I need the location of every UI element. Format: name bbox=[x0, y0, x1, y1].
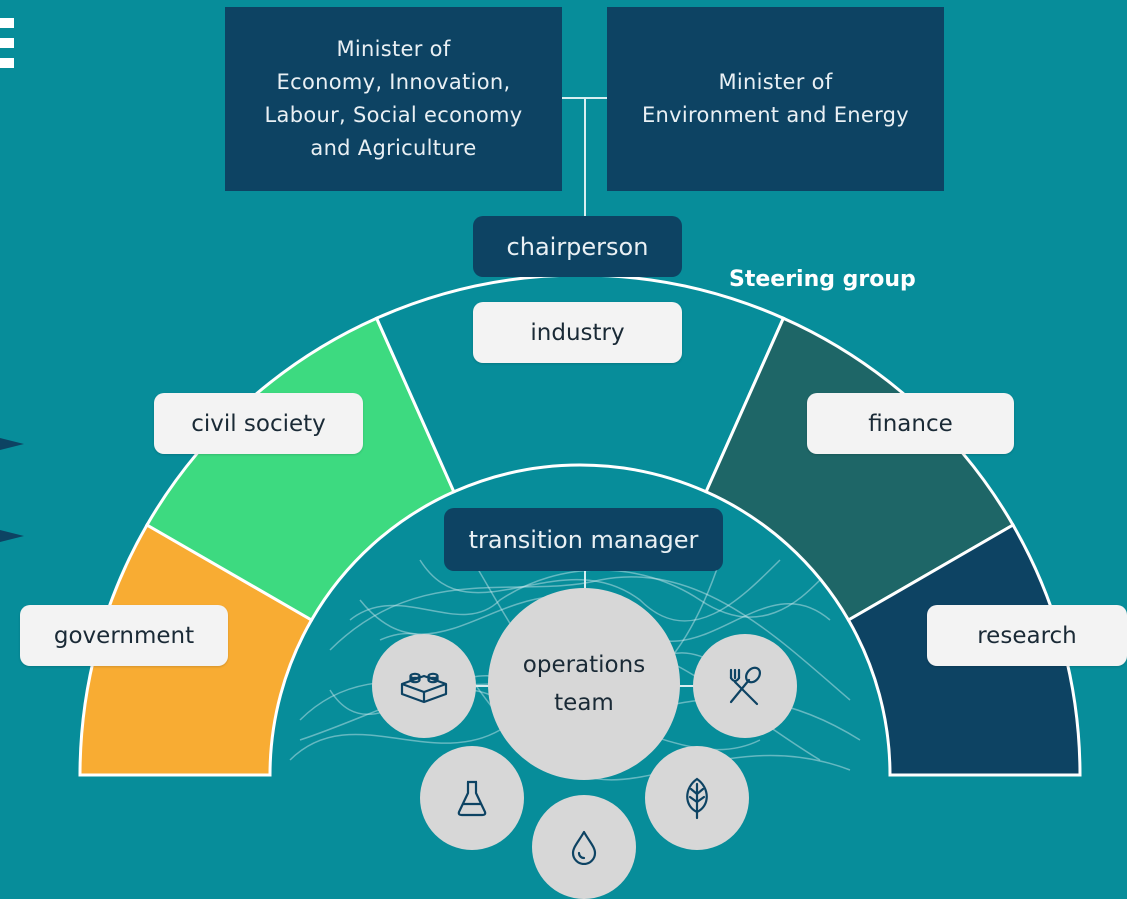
lego-brick-icon bbox=[372, 634, 476, 738]
logo-bar bbox=[0, 38, 14, 48]
minister-economy-box: Minister of Economy, Innovation, Labour,… bbox=[225, 7, 562, 191]
steering-group-label: Steering group bbox=[729, 267, 916, 292]
industry-label: industry bbox=[473, 302, 682, 363]
civil-society-label: civil society bbox=[154, 393, 363, 454]
research-label: research bbox=[927, 605, 1127, 666]
chairperson-box: chairperson bbox=[473, 216, 682, 277]
government-label: government bbox=[20, 605, 228, 666]
transition-manager-box: transition manager bbox=[444, 508, 723, 571]
connector-lines bbox=[475, 97, 694, 687]
logo-bar bbox=[0, 58, 14, 68]
arrow-mark bbox=[0, 530, 24, 542]
arrow-mark bbox=[0, 438, 24, 450]
fork-spoon-icon bbox=[693, 634, 797, 738]
flask-icon bbox=[420, 746, 524, 850]
water-drop-icon bbox=[532, 795, 636, 899]
leaf-icon bbox=[645, 746, 749, 850]
logo-bar bbox=[0, 18, 14, 28]
minister-environment-box: Minister of Environment and Energy bbox=[607, 7, 944, 191]
finance-label: finance bbox=[807, 393, 1014, 454]
operations-team-circle: operations team bbox=[488, 588, 680, 780]
